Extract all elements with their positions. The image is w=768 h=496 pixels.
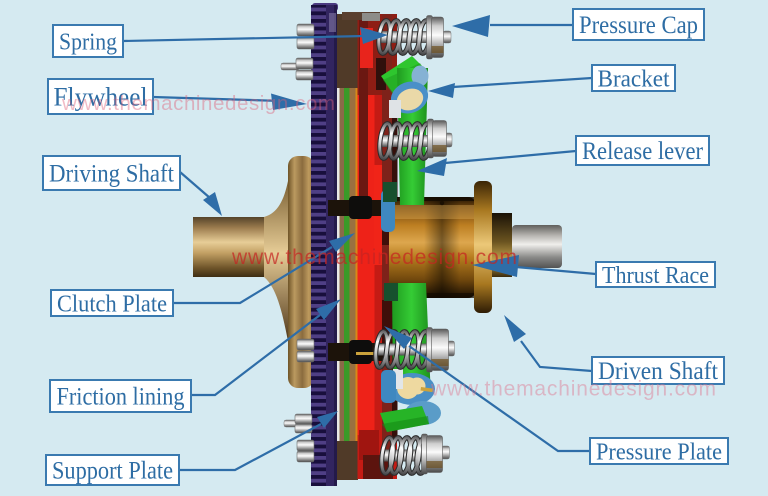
svg-text:Friction lining: Friction lining <box>57 384 185 411</box>
svg-text:Driven Shaft: Driven Shaft <box>598 358 718 385</box>
svg-text:Spring: Spring <box>59 29 117 55</box>
svg-text:Driving Shaft: Driving Shaft <box>49 161 174 188</box>
svg-text:www.themachinedesign.com: www.themachinedesign.com <box>231 246 517 269</box>
svg-text:Pressure Cap: Pressure Cap <box>579 12 698 39</box>
svg-text:Bracket: Bracket <box>598 66 670 92</box>
svg-text:www.themachinedesign.com: www.themachinedesign.com <box>430 378 716 401</box>
svg-text:Release lever: Release lever <box>582 138 704 165</box>
svg-text:Pressure Plate: Pressure Plate <box>596 439 722 465</box>
svg-text:Support Plate: Support Plate <box>52 458 173 485</box>
svg-text:Thrust Race: Thrust Race <box>602 263 709 289</box>
svg-text:Clutch Plate: Clutch Plate <box>57 291 167 317</box>
svg-text:Flywheel: Flywheel <box>54 82 148 111</box>
svg-text:www.themachinedesign.com: www.themachinedesign.com <box>61 92 335 115</box>
